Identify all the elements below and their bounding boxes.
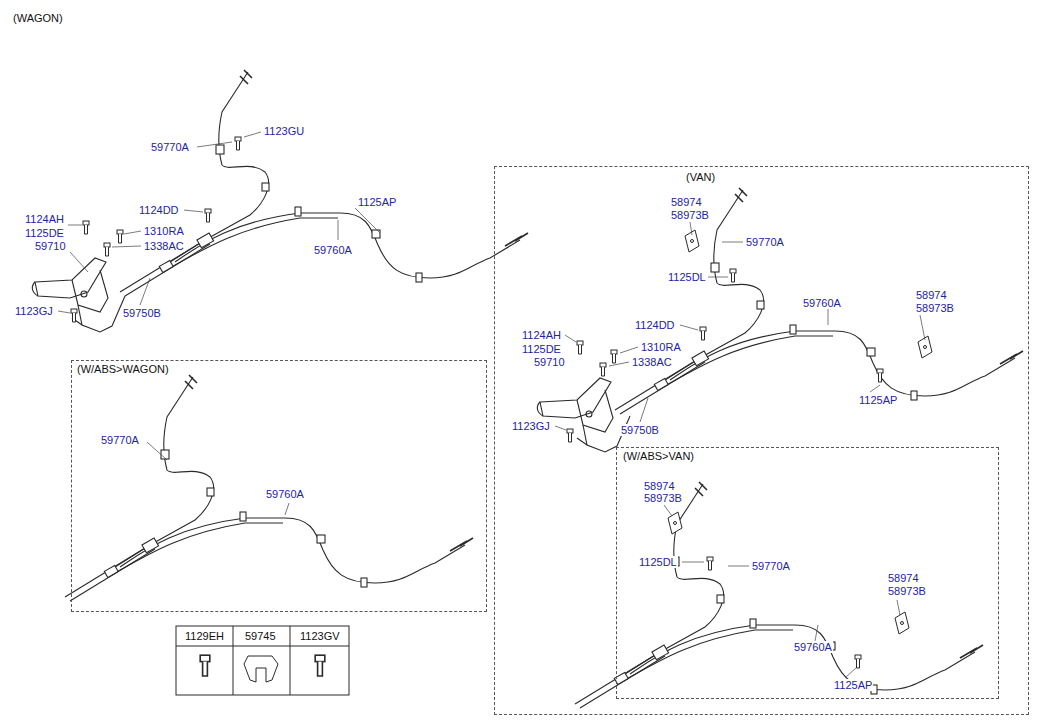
table-cell: 59745	[244, 630, 277, 642]
callout-number: 59760A	[793, 641, 833, 653]
callout-number: 59760A	[802, 297, 842, 309]
callout-number: 1124DD	[634, 319, 676, 331]
callout-number: 1125DE	[521, 343, 562, 355]
region-heading: (W/ABS>VAN)	[622, 450, 695, 463]
callout-number: 59760A	[265, 488, 305, 500]
variant-region: (VAN) (W/ABS>VAN)	[494, 166, 1029, 715]
callout-number: 1123GJ	[511, 420, 551, 432]
region-heading: (W/ABS>WAGON)	[76, 363, 170, 376]
callout-number: 1338AC	[631, 356, 673, 368]
callout-number: 1124AH	[521, 329, 562, 341]
callout-number: 58973B	[915, 302, 955, 314]
callout-number: 1124DD	[138, 204, 180, 216]
callout-number: 59710	[533, 356, 566, 368]
callout-number: 1338AC	[143, 240, 185, 252]
callout-number: 1125DL	[638, 556, 678, 568]
callout-number: 58974	[915, 289, 948, 301]
callout-number: 1123GJ	[14, 305, 54, 317]
region-heading: (VAN)	[685, 171, 716, 184]
callout-number: 59750B	[122, 307, 162, 319]
callout-number: 59750B	[620, 424, 660, 436]
callout-number: 58974	[643, 480, 676, 492]
callout-number: 58973B	[887, 585, 927, 597]
callout-number: 1310RA	[143, 225, 185, 237]
callout-number: 58974	[887, 572, 920, 584]
callout-number: 1125AP	[858, 394, 898, 406]
callout-number: 59770A	[751, 560, 791, 572]
callout-number: 1123GU	[263, 125, 305, 137]
variant-region: (W/ABS>WAGON)	[71, 360, 487, 612]
callout-number: 59770A	[745, 236, 785, 248]
callout-number: 1125AP	[357, 196, 397, 208]
callout-number: 58974	[670, 196, 703, 208]
table-cell: 1129EH	[184, 630, 225, 642]
callout-number: 58973B	[643, 492, 683, 504]
callout-number: 59770A	[100, 434, 140, 446]
callout-number: 1124AH	[24, 213, 65, 225]
callout-number: 1125DE	[24, 227, 65, 239]
callout-number: 1310RA	[640, 341, 682, 353]
callout-number: 58973B	[670, 209, 710, 221]
callout-number: 59760A	[313, 244, 353, 256]
callout-number: 1125DL	[667, 271, 707, 283]
callout-number: 59710	[34, 240, 67, 252]
callout-number: 59770A	[150, 141, 190, 153]
callout-number: 1125AP	[833, 679, 873, 691]
table-cell: 1123GV	[299, 630, 341, 642]
variant-heading: (WAGON)	[12, 12, 64, 24]
